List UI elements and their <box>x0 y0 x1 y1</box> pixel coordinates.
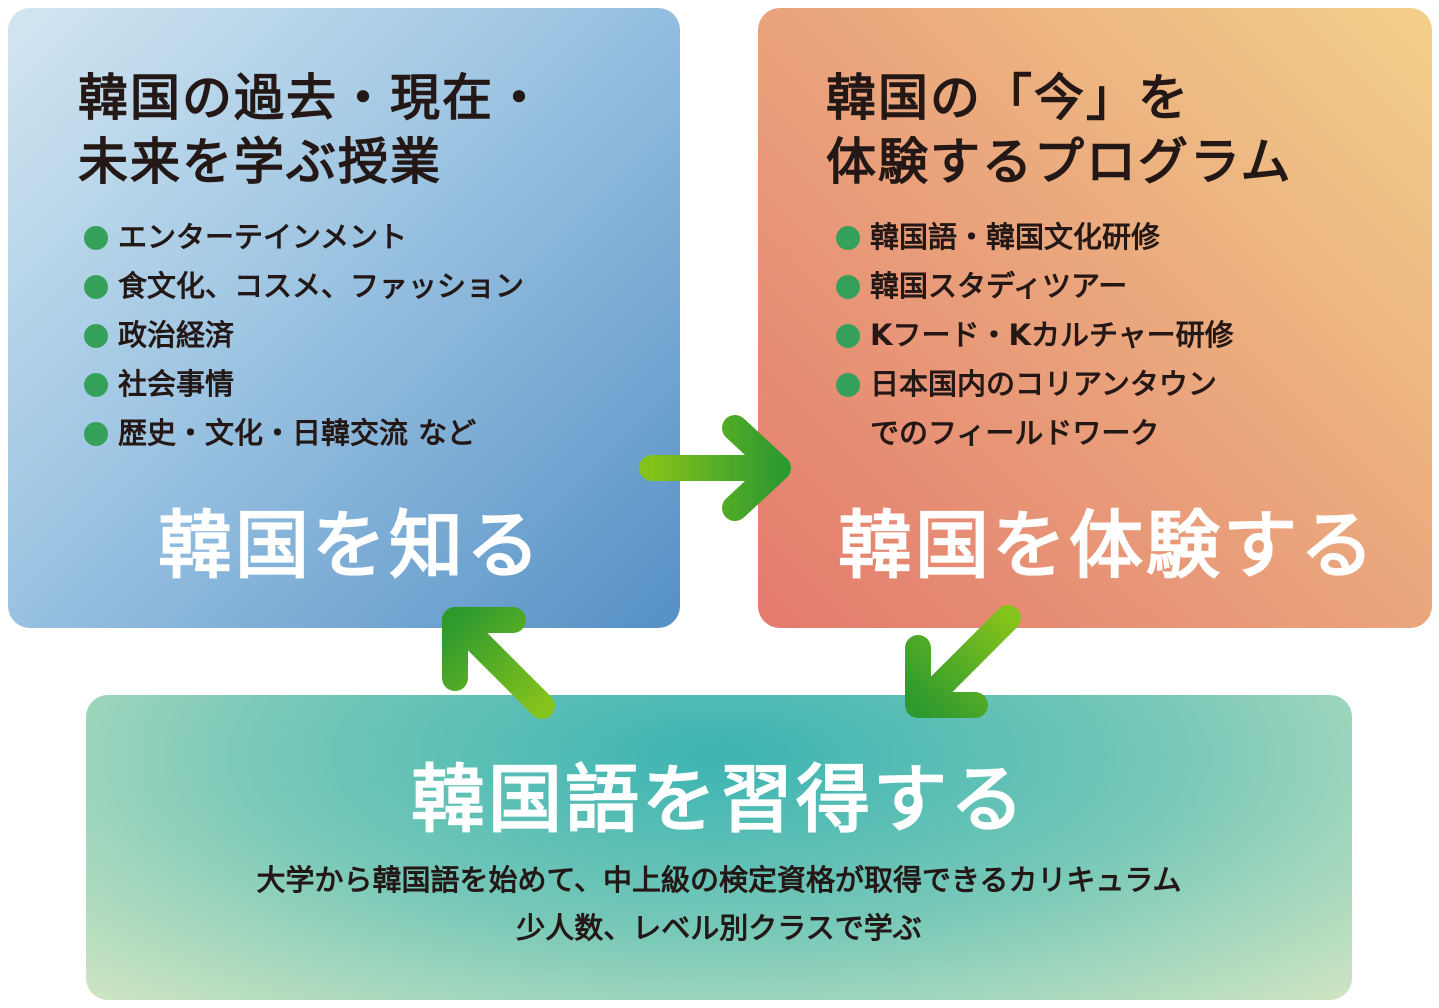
item-text: 政治経済 <box>118 318 235 352</box>
experience-list: 韓国語・韓国文化研修 韓国スタディツアー Kフード・Kカルチャー研修 日本国内の… <box>836 213 1234 458</box>
list-item: 食文化、コスメ、ファッション <box>84 262 524 311</box>
item-text: 日本国内のコリアンタウン <box>870 367 1217 401</box>
experience-title: 韓国の「今」を 体験するプログラム <box>826 66 1293 194</box>
know-label: 韓国を知る <box>158 503 543 589</box>
title-line: 韓国の「今」を <box>826 69 1190 127</box>
list-item: 社会事情 <box>84 360 524 409</box>
item-text-continuation: でのフィールドワーク <box>870 416 1160 450</box>
item-text: 韓国スタディツアー <box>870 269 1128 303</box>
know-list: エンターテインメント 食文化、コスメ、ファッション 政治経済 社会事情 歴史・文… <box>84 213 524 458</box>
item-text: 歴史・文化・日韓交流 など <box>118 416 477 450</box>
experience-korea-panel: 韓国の「今」を 体験するプログラム 韓国語・韓国文化研修 韓国スタディツアー K… <box>758 8 1432 628</box>
list-item: エンターテインメント <box>84 213 524 262</box>
title-line: 体験するプログラム <box>826 133 1293 191</box>
bullet-icon <box>836 324 860 348</box>
title-line: 未来を学ぶ授業 <box>78 133 442 191</box>
list-item: 韓国スタディツアー <box>836 262 1234 311</box>
bullet-icon <box>84 324 108 348</box>
learn-korean-panel: 韓国語を習得する 大学から韓国語を始めて、中上級の検定資格が取得できるカリキュラ… <box>86 695 1352 1000</box>
bullet-icon <box>84 373 108 397</box>
know-korea-panel: 韓国の過去・現在・ 未来を学ぶ授業 エンターテインメント 食文化、コスメ、ファッ… <box>8 8 680 628</box>
arrow-right-icon <box>639 415 791 521</box>
list-item: 韓国語・韓国文化研修 <box>836 213 1234 262</box>
learn-desc-line: 大学から韓国語を始めて、中上級の検定資格が取得できるカリキュラム <box>256 863 1182 897</box>
item-text: 食文化、コスメ、ファッション <box>118 269 525 303</box>
list-item: 政治経済 <box>84 311 524 360</box>
list-item: Kフード・Kカルチャー研修 <box>836 311 1234 360</box>
arrow-up-left-icon <box>442 607 555 719</box>
arrow-down-left-icon <box>905 605 1021 718</box>
list-item: 日本国内のコリアンタウンでのフィールドワーク <box>836 360 1234 458</box>
item-text: 韓国語・韓国文化研修 <box>870 220 1161 254</box>
know-title: 韓国の過去・現在・ 未来を学ぶ授業 <box>78 66 546 194</box>
experience-label: 韓国を体験する <box>838 503 1377 589</box>
learn-label: 韓国語を習得する <box>411 757 1027 843</box>
item-text: エンターテインメント <box>118 220 408 254</box>
bullet-icon <box>84 275 108 299</box>
item-text: 社会事情 <box>118 367 235 401</box>
bullet-icon <box>84 422 108 446</box>
bullet-icon <box>836 373 860 397</box>
bullet-icon <box>836 226 860 250</box>
list-item: 歴史・文化・日韓交流 など <box>84 409 524 458</box>
bullet-icon <box>84 226 108 250</box>
title-line: 韓国の過去・現在・ <box>78 69 546 127</box>
item-text: Kフード・Kカルチャー研修 <box>870 318 1234 352</box>
bullet-icon <box>836 275 860 299</box>
learn-desc-line: 少人数、レベル別クラスで学ぶ <box>516 911 922 945</box>
